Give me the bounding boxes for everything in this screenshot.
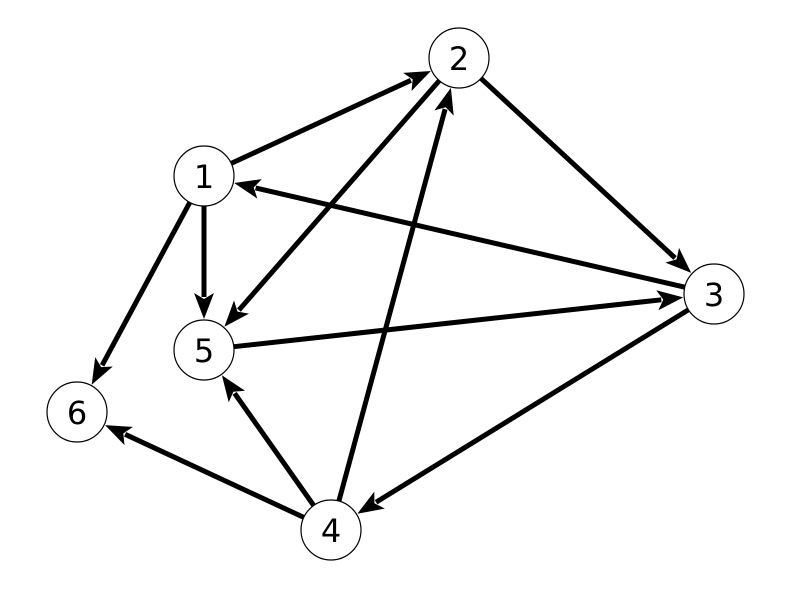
arrowhead-icon [434,87,454,116]
node-6: 6 [46,381,108,443]
node-6-circle [46,381,108,443]
edge-line [124,432,305,520]
node-5: 5 [173,319,235,381]
arrowhead-icon [665,247,692,273]
edge-3-to-1 [234,179,686,290]
edge-line [374,307,690,505]
node-3-circle [683,263,745,325]
edge-1-to-2 [230,71,431,166]
node-2-label: 2 [449,40,469,78]
node-3: 3 [683,263,745,325]
arrowhead-icon [224,300,249,327]
edge-line [255,185,686,290]
edge-1-to-5 [194,206,214,319]
edge-line [99,201,193,367]
node-1-label: 1 [194,158,214,196]
edge-line [479,76,677,260]
node-1: 1 [173,145,235,207]
node-2-circle [428,27,490,89]
edge-5-to-3 [233,290,684,350]
node-4-label: 4 [321,512,341,550]
edge-2-to-3 [479,76,692,273]
edge-2-to-5 [224,78,442,327]
arrowhead-icon [105,425,133,446]
edge-4-to-6 [105,425,305,520]
arrowhead-icon [403,71,431,91]
arrowhead-icon [656,290,684,311]
node-6-label: 6 [67,394,87,432]
edge-4-to-2 [336,87,454,502]
node-5-label: 5 [194,332,214,370]
node-1-circle [173,145,235,207]
edge-line [230,78,412,166]
node-5-circle [173,319,235,381]
arrowhead-icon [357,491,385,514]
edge-4-to-5 [221,375,316,507]
edges-layer [91,71,692,520]
edge-1-to-6 [91,201,193,385]
arrowhead-icon [194,293,214,319]
edge-3-to-4 [357,307,690,514]
node-4: 4 [300,499,362,561]
edge-line [233,297,662,350]
edge-line [336,108,448,502]
arrowhead-icon [221,375,245,403]
nodes-layer: 1 2 3 4 5 6 [46,27,745,561]
arrowhead-icon [234,179,262,199]
arrowhead-icon [91,357,113,385]
node-2: 2 [428,27,490,89]
edge-line [232,391,316,507]
node-3-label: 3 [704,276,724,314]
node-4-circle [300,499,362,561]
edge-line [237,78,442,312]
